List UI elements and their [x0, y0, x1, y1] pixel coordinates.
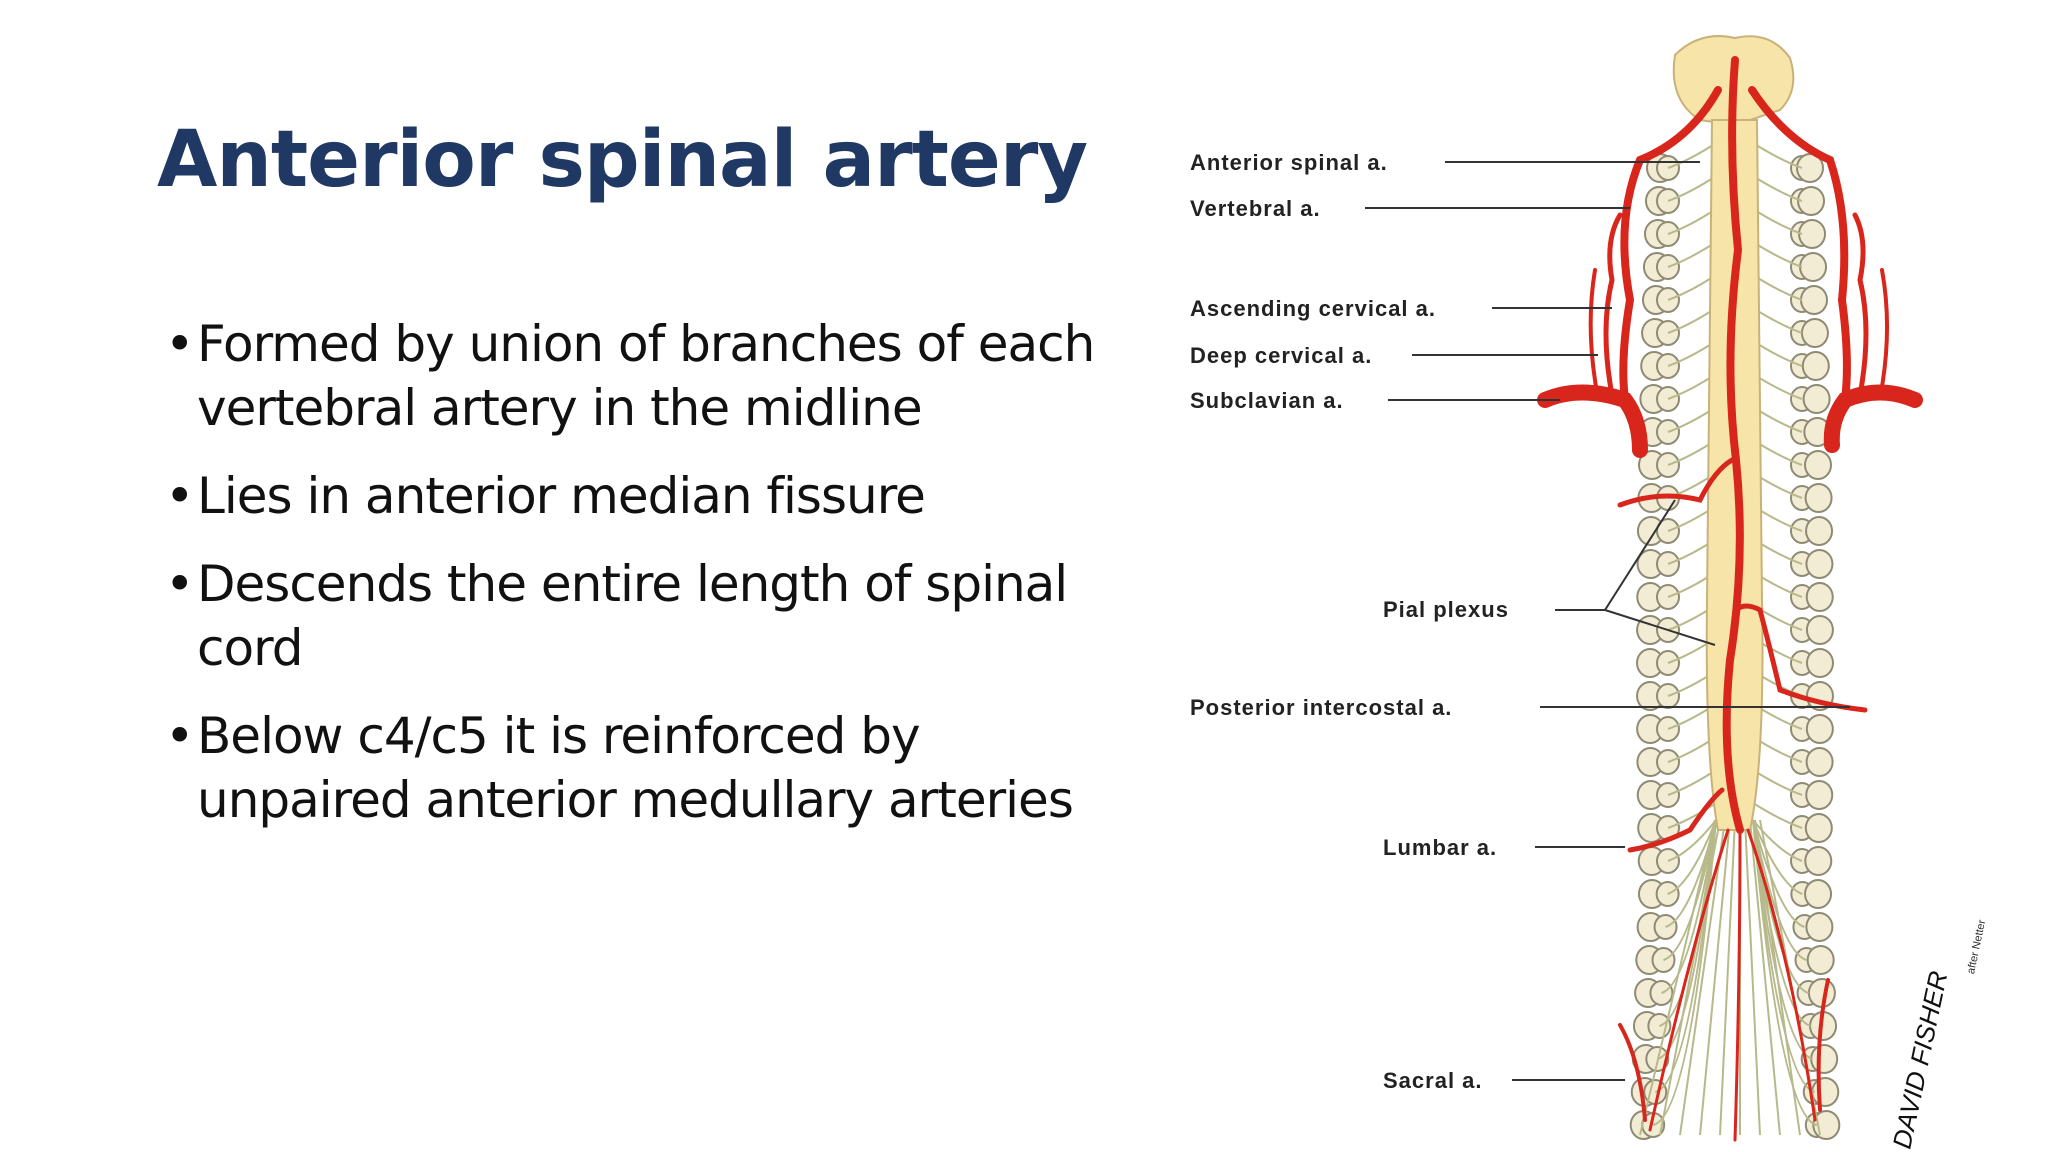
bullet-list: Formed by union of branches of each vert…	[165, 312, 1105, 856]
label-lumbar: Lumbar a.	[1383, 835, 1497, 860]
nerve-root	[1752, 769, 1803, 796]
vertebra-right	[1798, 219, 1827, 249]
nerve-root	[1752, 802, 1803, 829]
right-deep-cervical-artery	[1878, 268, 1890, 400]
vertebra-right	[1810, 1044, 1839, 1074]
vertebra-right	[1805, 615, 1834, 645]
spinal-artery-illustration: Anterior spinal a. Vertebral a. Ascendin…	[1150, 20, 2048, 1152]
nerve-root	[1667, 769, 1717, 796]
nerve-root	[1752, 142, 1803, 169]
vertebra-right	[1804, 450, 1833, 480]
vertebra-right	[1800, 318, 1829, 348]
vertebra-right	[1805, 582, 1834, 612]
vertebra-right	[1799, 252, 1828, 282]
nerve-root	[1752, 819, 1818, 1126]
vertebra-right	[1806, 945, 1835, 975]
nerve-root	[1667, 802, 1717, 829]
right-vertebral-artery	[1748, 86, 1851, 404]
artist-signature: DAVID FISHER after Netter	[1887, 918, 1989, 1151]
anatomy-figure-svg: Anterior spinal a. Vertebral a. Ascendin…	[1190, 35, 1989, 1151]
nerve-root	[1667, 819, 1717, 862]
slide-title: Anterior spinal artery	[157, 115, 1088, 205]
vertebra-right	[1804, 846, 1833, 876]
vertebra-right	[1800, 285, 1829, 315]
vertebra-right	[1797, 186, 1826, 216]
cauda-equina-vessels	[1648, 828, 1817, 1142]
nerve-root	[1719, 819, 1736, 1136]
vertebra-right	[1804, 813, 1833, 843]
vertebra-right	[1804, 879, 1833, 909]
vertebra-right	[1805, 714, 1834, 744]
left-deep-cervical-artery	[1588, 268, 1600, 400]
nerve-root	[1667, 819, 1717, 895]
left-vertebral-artery	[1619, 86, 1722, 404]
vertebra-right	[1805, 747, 1834, 777]
nerve-root	[1752, 819, 1803, 862]
lumbar-artery	[1627, 787, 1725, 853]
bullet-item: Lies in anterior median fissure	[165, 464, 1105, 528]
label-ascending-cervical: Ascending cervical a.	[1190, 296, 1436, 321]
vertebra-right	[1802, 384, 1831, 414]
vertebra-right	[1801, 351, 1830, 381]
left-ascending-cervical-artery	[1603, 212, 1623, 398]
bullet-item: Descends the entire length of spinal cor…	[165, 552, 1105, 680]
nerve-root	[1639, 819, 1716, 1136]
right-ascending-cervical-artery	[1852, 212, 1869, 398]
nerve-root	[1667, 307, 1717, 334]
nerve-root	[1752, 307, 1803, 334]
label-pial-plexus: Pial plexus	[1383, 597, 1509, 622]
vertebra-right	[1796, 153, 1824, 183]
nerve-root	[1752, 274, 1803, 301]
nerve-root	[1667, 241, 1717, 268]
nerve-root	[1752, 241, 1803, 268]
nerve-root	[1667, 274, 1717, 301]
nerve-root	[1752, 175, 1803, 202]
nerve-root	[1659, 819, 1721, 1136]
vertebra-right	[1805, 912, 1834, 942]
vertebra-right	[1805, 516, 1834, 546]
vertebra-right	[1804, 483, 1833, 513]
nerve-root	[1667, 175, 1717, 202]
bullet-item: Formed by union of branches of each vert…	[165, 312, 1105, 440]
nerve-root	[1749, 819, 1781, 1136]
label-posterior-intercostal: Posterior intercostal a.	[1190, 695, 1452, 720]
label-sacral: Sacral a.	[1383, 1068, 1483, 1093]
posterior-intercostal-artery	[1733, 603, 1868, 713]
nerve-root	[1661, 819, 1717, 994]
label-subclavian: Subclavian a.	[1190, 388, 1344, 413]
signature-text: DAVID FISHER	[1887, 968, 1954, 1151]
leader-lines	[1365, 161, 1850, 1081]
nerve-root	[1752, 819, 1803, 895]
label-deep-cervical: Deep cervical a.	[1190, 343, 1372, 368]
left-subclavian-artery	[1537, 384, 1648, 458]
vertebra-right	[1805, 780, 1834, 810]
nerve-root	[1754, 819, 1801, 1136]
label-vertebral: Vertebral a.	[1190, 196, 1321, 221]
right-subclavian-artery	[1823, 384, 1923, 453]
left-sacral-artery	[1618, 1023, 1647, 1122]
vertebra-right	[1811, 1077, 1840, 1107]
nerve-root	[1752, 208, 1803, 235]
anterior-spinal-artery	[1722, 56, 1744, 834]
nerve-root	[1744, 819, 1761, 1136]
right-sacral-artery	[1816, 978, 1830, 1112]
nerve-root	[1667, 142, 1717, 169]
vertebra-right	[1805, 648, 1834, 678]
bullet-item: Below c4/c5 it is reinforced by unpaired…	[165, 704, 1105, 832]
nerve-root	[1663, 819, 1717, 961]
label-anterior-spinal: Anterior spinal a.	[1190, 150, 1388, 175]
nerve-root	[1667, 208, 1717, 235]
vertebra-right	[1805, 549, 1834, 579]
artery-system	[1537, 56, 1923, 1142]
nerve-root	[1699, 819, 1731, 1136]
thoracic-segmental-artery	[1617, 457, 1735, 508]
signature-note: after Netter	[1965, 918, 1988, 975]
